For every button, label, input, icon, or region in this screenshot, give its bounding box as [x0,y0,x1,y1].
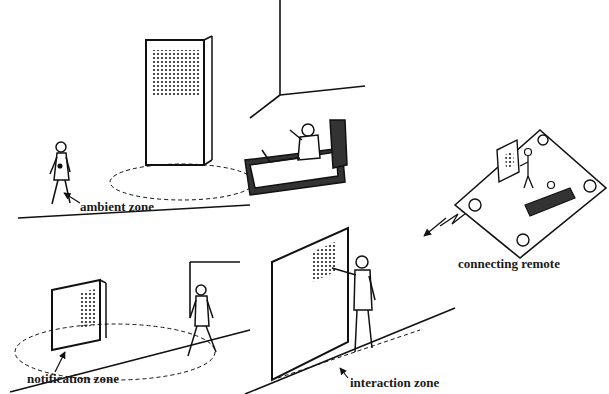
ambient-display [146,36,212,165]
sofa-with-person [245,120,347,195]
zone-label: notification zone [27,372,119,386]
zone-label: connecting remote [458,257,560,271]
interaction-display [272,228,348,380]
remote-room [455,130,606,258]
interaction-zone-line [278,330,420,378]
zone-label: ambient zone [80,200,154,214]
corridor-walls [10,262,250,392]
ambient-zone-area [110,164,254,200]
ambient-leader-arrow [64,193,80,203]
notification-display [52,280,106,350]
room-walls [18,0,365,218]
zone-label: interaction zone [350,376,439,390]
notification-leader-arrow [55,352,65,372]
walking-man [188,285,216,356]
interacting-person [332,256,375,352]
